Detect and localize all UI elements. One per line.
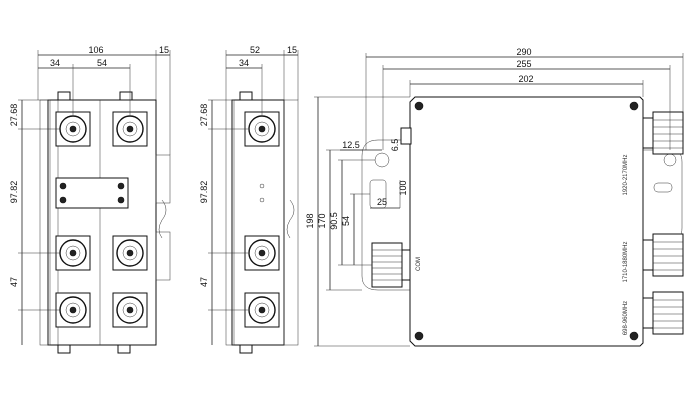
dim-left: 34 (239, 58, 249, 68)
connector (112, 111, 148, 147)
dim-h4: 54 (341, 216, 351, 226)
dim-pitch-bottom: 47 (199, 277, 209, 287)
dim-slot-h: 100 (398, 180, 408, 195)
connector (244, 292, 280, 328)
port-label-1: 1920-2170MHz (623, 154, 629, 195)
dim-pitch-bottom: 47 (9, 277, 19, 287)
connector (112, 292, 148, 328)
port-label-com: COM (416, 257, 422, 271)
port-label-3: 698-960MHz (623, 301, 629, 335)
dim-pitch-top: 27.68 (9, 104, 19, 127)
top-body (409, 96, 644, 347)
port-label-2: 1710-1880MHz (623, 241, 629, 282)
dim-body: 202 (518, 74, 533, 84)
connector-port-3 (642, 291, 684, 335)
dim-h2: 170 (317, 213, 327, 228)
dim-small: 6.5 (390, 139, 400, 152)
dim-pitch-mid: 97.82 (9, 181, 19, 204)
connector (55, 292, 91, 328)
connector (244, 235, 280, 271)
dim-left: 34 (50, 58, 60, 68)
dim-tab: 15 (159, 45, 169, 55)
connector-port-2 (642, 233, 684, 277)
connector (112, 235, 148, 271)
dim-mid: 54 (97, 58, 107, 68)
top-view: 1920-2170MHz 1710-1880MHz 698-960MHz COM… (305, 47, 684, 347)
dim-slot-w: 25 (377, 197, 387, 207)
front-view: 106 34 54 15 27.68 97.82 47 (9, 45, 171, 354)
dim-pitch-top: 27.68 (199, 104, 209, 127)
dim-h3: 90.5 (329, 212, 339, 230)
connector (244, 111, 280, 147)
side-view: 52 34 15 27.68 97.82 47 (199, 45, 299, 354)
dim-overall: 290 (516, 47, 531, 57)
dim-h1: 198 (305, 213, 315, 228)
connector-port-1 (642, 111, 684, 155)
dim-tab: 15 (287, 45, 297, 55)
dim-width: 52 (250, 45, 260, 55)
connector-com (371, 242, 411, 288)
connector (55, 235, 91, 271)
dim-pitch-mid: 97.82 (199, 181, 209, 204)
dim-mount: 255 (516, 59, 531, 69)
dim-offset: 12.5 (342, 140, 360, 150)
connector (55, 111, 91, 147)
dim-width: 106 (88, 45, 103, 55)
